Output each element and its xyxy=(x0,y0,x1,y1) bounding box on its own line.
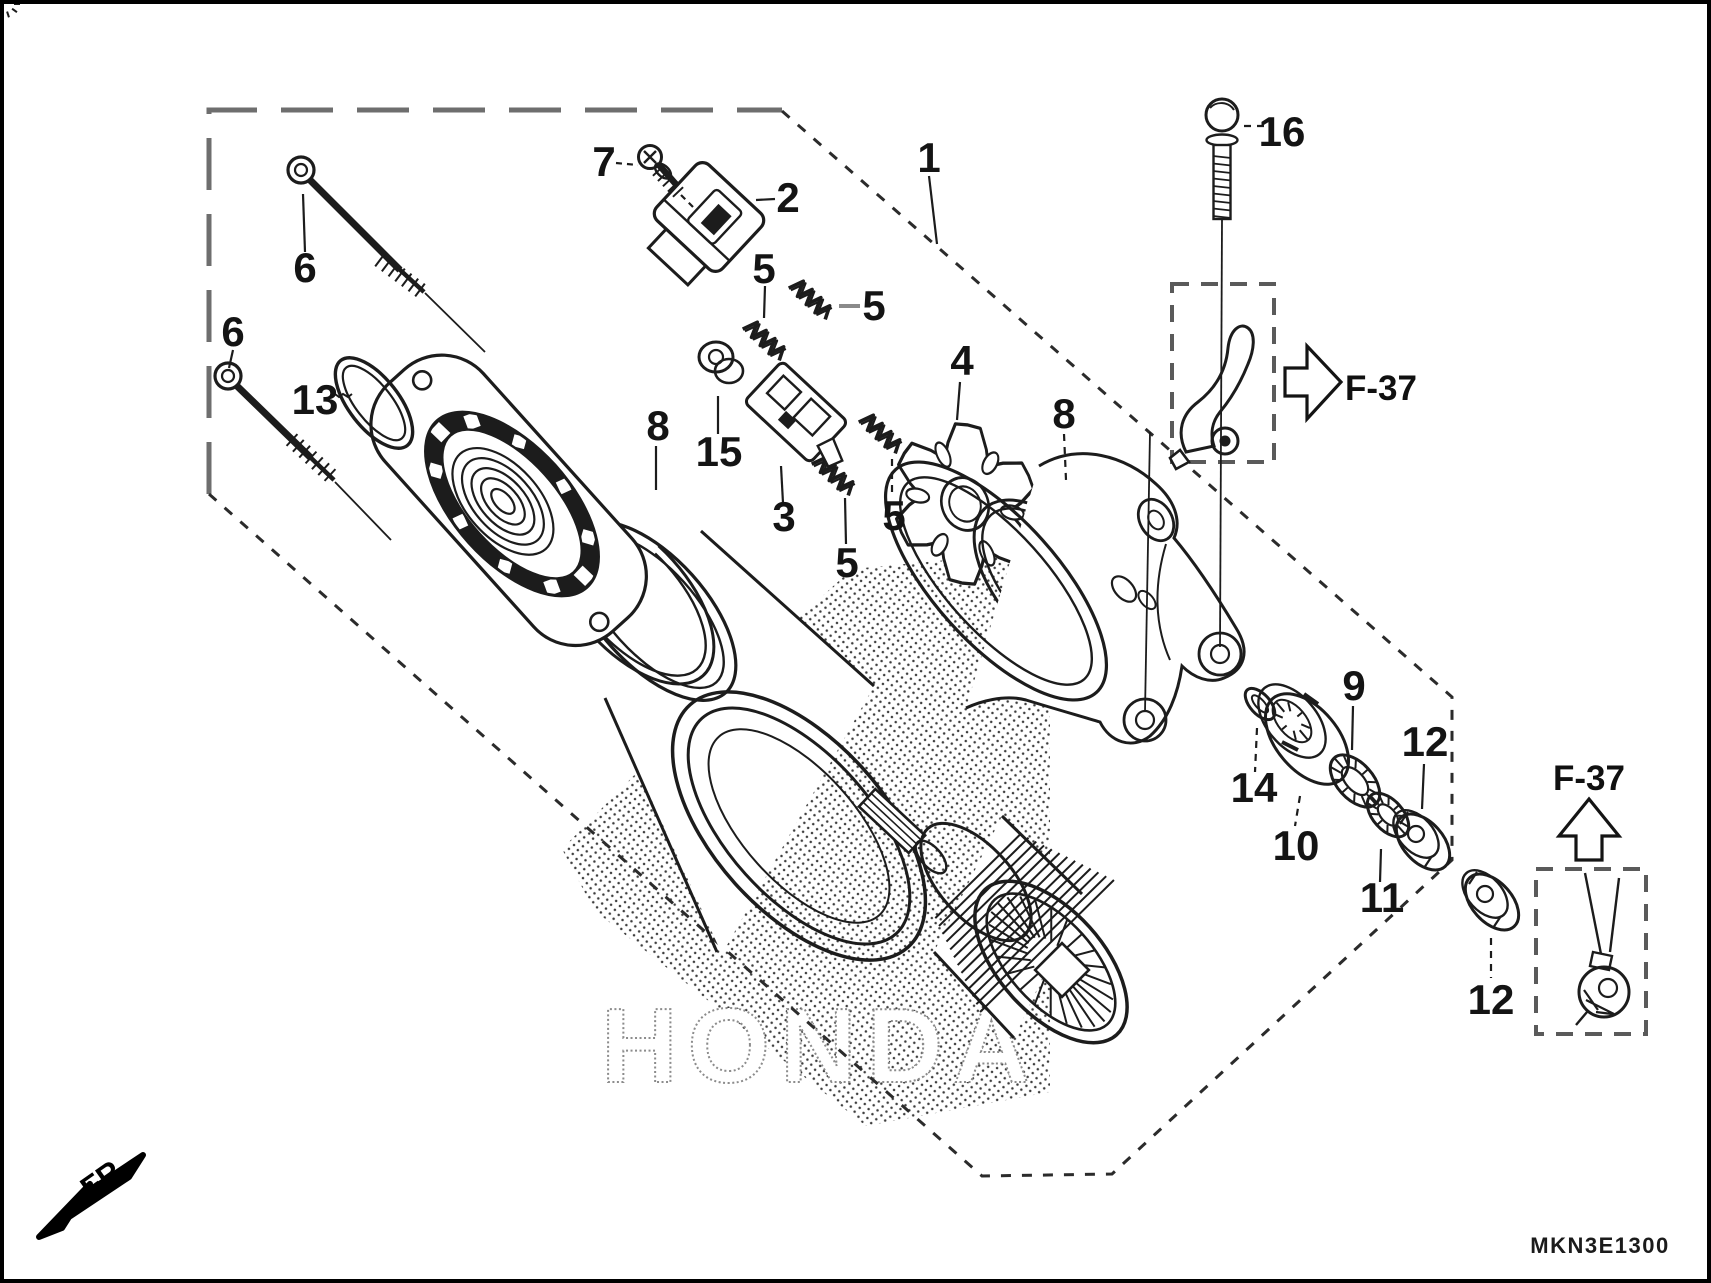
front-arrow-icon xyxy=(36,1152,146,1240)
callout-12-b: 12 xyxy=(1468,976,1515,1023)
callout-5-d: 5 xyxy=(835,539,858,586)
part-16-flange-bolt xyxy=(1204,97,1240,221)
part-5-brush-spring-a xyxy=(740,316,790,364)
block-arrow-right-icon xyxy=(1283,341,1344,424)
callout-5-b: 5 xyxy=(862,282,885,329)
assembly-boundary xyxy=(206,107,1454,1178)
part-6-through-bolt-upper xyxy=(286,155,486,353)
part-front-cover xyxy=(369,353,648,648)
reference-f37-right: F-37 xyxy=(1283,341,1417,424)
part-5-brush-spring-c xyxy=(856,409,906,457)
part-cable-hook xyxy=(1168,324,1255,471)
detail-box-cable-hook xyxy=(1170,282,1276,464)
part-10-clutch-hub xyxy=(1257,683,1351,786)
part-terminal-cable xyxy=(1575,872,1631,1026)
part-7-screw xyxy=(637,144,684,193)
callout-4: 4 xyxy=(950,337,974,384)
part-armature xyxy=(857,787,1129,1045)
exploded-diagram-canvas: HONDA F-37 F-37 xyxy=(6,4,1669,1258)
callout-12-a: 12 xyxy=(1402,718,1449,765)
diagram-code: MKN3E1300 xyxy=(1530,1233,1669,1258)
callout-6-b: 6 xyxy=(221,308,244,355)
leader-lines xyxy=(227,124,1493,978)
callout-5-c: 5 xyxy=(882,492,905,539)
callout-7: 7 xyxy=(592,138,615,185)
callout-6-a: 6 xyxy=(293,244,316,291)
callout-13: 13 xyxy=(292,376,339,423)
reference-label: F-37 xyxy=(1553,759,1625,798)
part-15-nut xyxy=(6,4,745,385)
callout-9: 9 xyxy=(1342,662,1365,709)
part-12-lock-nut-b xyxy=(1461,869,1521,932)
part-5-brush-spring-b xyxy=(786,275,836,323)
part-13-o-ring xyxy=(333,356,415,450)
part-3-brush-holder-plate xyxy=(744,361,848,469)
front-direction-marker: FR. xyxy=(36,1148,146,1240)
callout-1: 1 xyxy=(917,134,940,181)
callout-15: 15 xyxy=(696,428,743,475)
part-12-lock-nut-a xyxy=(1392,809,1452,872)
halftone-shading-band xyxy=(562,554,1050,1126)
callout-3: 3 xyxy=(772,493,795,540)
callout-8-a: 8 xyxy=(646,402,669,449)
callout-11: 11 xyxy=(1360,874,1404,921)
callout-2: 2 xyxy=(776,174,799,221)
part-motor-housing xyxy=(566,520,928,962)
reference-f37-up: F-37 xyxy=(1553,759,1625,862)
callout-16: 16 xyxy=(1259,108,1306,155)
callout-14: 14 xyxy=(1231,764,1278,811)
honda-watermark: HONDA xyxy=(601,987,1040,1105)
block-arrow-up-icon xyxy=(1555,796,1623,862)
reference-label: F-37 xyxy=(1345,369,1417,408)
callout-10: 10 xyxy=(1273,822,1320,869)
detail-box-terminal xyxy=(1534,867,1648,1036)
callout-numbers: 1 2 3 4 5 5 5 5 6 6 7 8 8 9 10 11 12 12 … xyxy=(221,108,1514,1023)
callout-5-a: 5 xyxy=(752,245,775,292)
callout-8-b: 8 xyxy=(1052,390,1075,437)
part-14-seal-ring xyxy=(1243,686,1277,722)
